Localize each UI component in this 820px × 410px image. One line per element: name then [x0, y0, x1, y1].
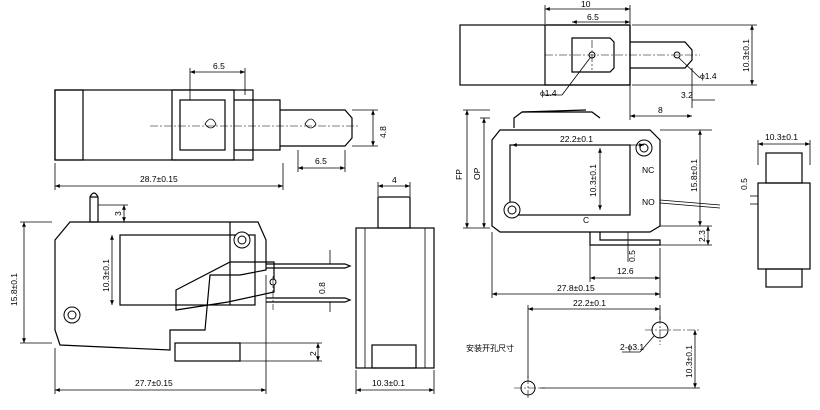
fp-label: FP [454, 169, 464, 180]
side-view: 4 10.3±0.1 [355, 175, 435, 394]
pin-thickness-label: 0.8 [317, 282, 327, 294]
rs-lever-label: 0.5 [739, 178, 749, 190]
mounting-hole-view: 安装开孔尺寸 22.2±0.1 2-ϕ3.1 10.3±0.1 [466, 298, 700, 400]
r-inner-h-label: 10.3±0.1 [588, 164, 598, 197]
rs-width-label: 10.3±0.1 [765, 132, 798, 142]
tr-top-total-label: 10 [581, 0, 591, 9]
lever-gap-label: 3 [113, 211, 123, 216]
bottom-offset-label: 2 [308, 351, 318, 356]
body-height-label: 15.8±0.1 [9, 273, 19, 306]
mount-v-label: 10.3±0.1 [684, 345, 694, 378]
r-pin-t-label: 0.5 [627, 250, 637, 262]
r-pin-gap-label: 2.3 [697, 230, 707, 242]
side-width-top-label: 4 [392, 175, 397, 185]
inner-height-label: 10.3±0.1 [101, 259, 111, 292]
mount-hole-label: 2-ϕ3.1 [620, 342, 644, 352]
top-width-label: 4.8 [378, 126, 388, 138]
tr-h-label: 10.3±0.1 [741, 39, 751, 72]
tr-hole-right-label: ϕ1.4 [700, 71, 717, 81]
nc-label: NC [642, 165, 654, 175]
mount-title: 安装开孔尺寸 [466, 343, 514, 353]
tr-hole-left-label: ϕ1.4 [540, 88, 557, 98]
op-label: OP [472, 167, 482, 180]
top-pitch-label: 6.5 [213, 61, 225, 71]
tr-top-sub-label: 6.5 [587, 12, 599, 22]
r-hole-pitch-label: 22.2±0.1 [560, 134, 593, 144]
r-body-len-label: 27.8±0.15 [557, 283, 595, 293]
r-mount-pitch-label: 22.2±0.1 [573, 298, 606, 308]
c-label: C [583, 215, 589, 225]
top-view: 6.5 6.5 4.8 [54, 61, 388, 172]
right-top-view: 10 6.5 ϕ1.4 ϕ1.4 10.3±0.1 3.2 8 [459, 0, 757, 120]
right-side-view: 10.3±0.1 0.5 [739, 132, 811, 288]
no-label: NO [642, 197, 655, 207]
tr-len-label: 8 [658, 105, 663, 115]
r-height-label: 15.8±0.1 [689, 159, 699, 192]
top-pin-offset-label: 6.5 [315, 156, 327, 166]
right-front-view: NC NO C FP OP 22.2±0.1 10.3±0.1 15.8±0.1… [454, 109, 721, 298]
r-pin-len-label: 12.6 [617, 266, 634, 276]
body-length-label: 27.7±0.15 [135, 378, 173, 388]
side-width-bottom-label: 10.3±0.1 [372, 378, 405, 388]
front-view: 28.7±0.15 3 15.8±0.1 10.3±0.1 0.8 [9, 163, 352, 394]
tr-offset-label: 3.2 [681, 90, 693, 100]
overall-length-label: 28.7±0.15 [140, 174, 178, 184]
